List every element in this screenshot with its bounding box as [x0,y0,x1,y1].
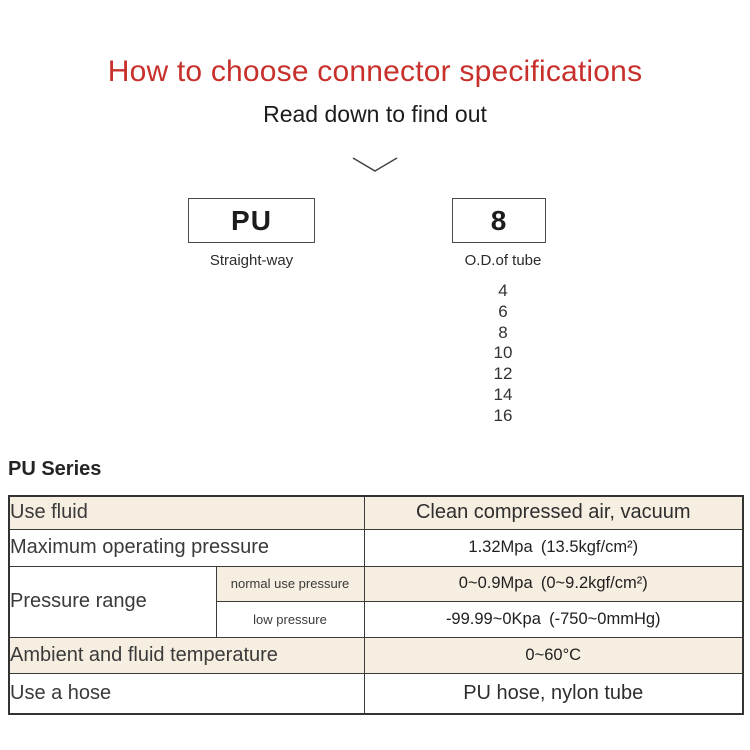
spec-value-normal-pressure: 0~0.9Mpa (0~9.2kgf/cm²) [363,565,744,602]
model-box-caption: Straight-way [209,252,294,269]
table-row: Use fluid Clean compressed air, vacuum [8,495,744,530]
size-option: 16 [493,405,513,425]
table-row: Use a hose PU hose, nylon tube [8,672,744,715]
spec-label-hose: Use a hose [8,672,365,715]
size-box-caption: O.D.of tube [464,252,542,269]
spec-table: Use fluid Clean compressed air, vacuum M… [8,495,744,715]
chevron-down-icon [352,157,398,173]
spec-label-pressure-range: Pressure range [8,565,217,638]
page-subtitle: Read down to find out [263,101,487,127]
spec-value-temperature: 0~60°C [363,636,744,674]
spec-value-use-fluid: Clean compressed air, vacuum [363,495,744,530]
table-row: Ambient and fluid temperature 0~60°C [8,636,744,674]
page-title: How to choose connector specifications [107,55,643,88]
size-option: 12 [493,364,513,384]
spec-label-max-pressure: Maximum operating pressure [8,528,365,567]
spec-sublabel-low-pressure: low pressure [215,600,365,638]
table-row: Pressure range normal use pressure 0~0.9… [8,565,744,638]
series-heading: PU Series [8,458,102,480]
size-option: 10 [493,343,513,363]
table-row: low pressure -99.99~0Kpa (-750~0mmHg) [9,600,744,638]
size-option: 4 [498,281,508,300]
size-option: 14 [493,384,513,404]
model-code-value: PU [231,204,272,236]
size-code-box: 8 [452,198,546,243]
size-option: 8 [498,322,508,342]
table-row: Maximum operating pressure 1.32Mpa (13.5… [8,528,744,567]
spec-label-temperature: Ambient and fluid temperature [8,636,365,674]
size-code-value: 8 [490,204,508,236]
spec-label-use-fluid: Use fluid [8,495,365,530]
size-option: 6 [498,301,508,321]
spec-value-low-pressure: -99.99~0Kpa (-750~0mmHg) [363,600,744,638]
spec-sublabel-normal-pressure: normal use pressure [215,565,365,602]
spec-value-hose: PU hose, nylon tube [363,672,744,715]
spec-value-max-pressure: 1.32Mpa (13.5kgf/cm²) [363,528,744,567]
model-code-box: PU [188,198,315,243]
